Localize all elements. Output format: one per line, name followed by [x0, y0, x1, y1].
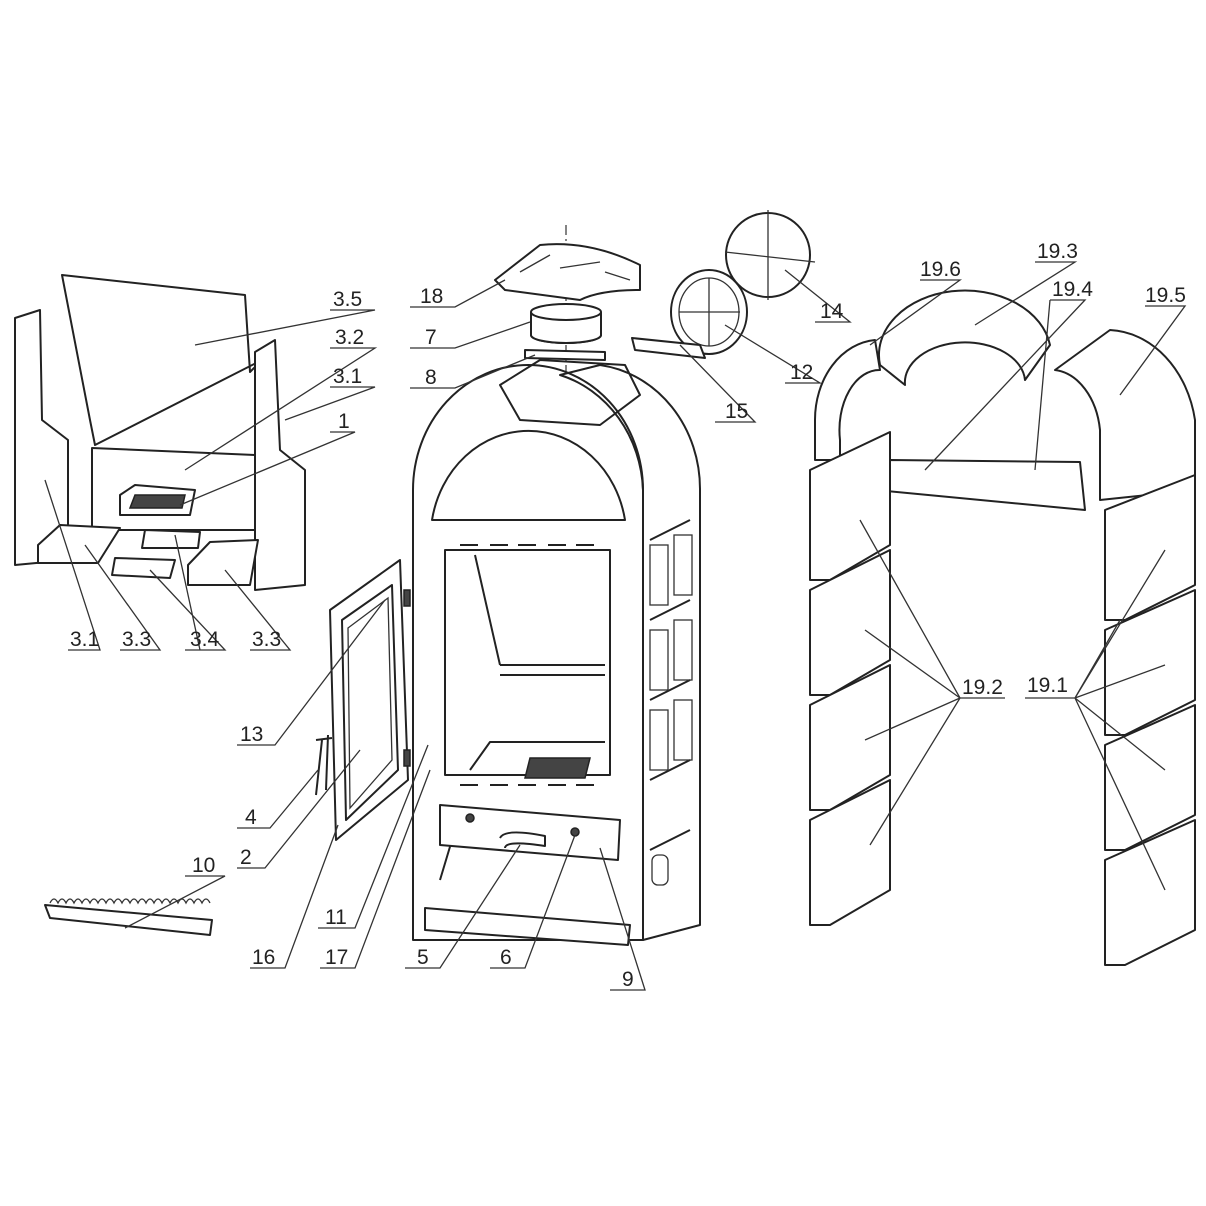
arch-left-19-6: [813, 339, 881, 461]
label-1: 1: [338, 410, 350, 433]
floor-brick-mid-bottom: [111, 557, 176, 579]
side-brick-left: [14, 309, 69, 566]
arch-top-19-3: [877, 289, 1051, 386]
label-5: 5: [417, 946, 429, 969]
floor-brick-mid-top: [141, 529, 201, 549]
flue-collar-7: [530, 303, 602, 321]
label-3-4: 3.4: [190, 628, 220, 651]
label-19-6: 19.6: [920, 258, 961, 281]
label-19-3: 19.3: [1037, 240, 1078, 263]
top-parts: [494, 210, 816, 361]
label-18: 18: [420, 285, 443, 308]
label-19-5: 19.5: [1145, 284, 1186, 307]
label-19-2: 19.2: [962, 676, 1003, 699]
gasket-rope: [44, 898, 213, 936]
label-3-3-left: 3.3: [122, 628, 151, 651]
label-3-2: 3.2: [335, 326, 364, 349]
label-7: 7: [425, 326, 437, 349]
stone-cladding: [809, 289, 1196, 966]
label-3-5: 3.5: [333, 288, 362, 311]
left-column-tiles: [809, 431, 891, 926]
floor-brick-left: [37, 524, 121, 564]
label-4: 4: [245, 806, 257, 829]
label-6: 6: [500, 946, 512, 969]
label-17: 17: [325, 946, 348, 969]
label-8: 8: [425, 366, 437, 389]
arch-right-19-5: [1054, 329, 1196, 501]
plate-8: [524, 349, 606, 361]
ash-drawer[interactable]: [439, 804, 621, 861]
label-9: 9: [622, 968, 634, 991]
label-12: 12: [790, 361, 813, 384]
damper-rod-15: [631, 337, 706, 359]
right-column-tiles: [1104, 474, 1196, 966]
back-brick-top: [61, 274, 263, 446]
deflector-18: [494, 243, 641, 301]
floor-brick-right: [187, 539, 259, 586]
label-3-3-right: 3.3: [252, 628, 281, 651]
label-16: 16: [252, 946, 275, 969]
label-19-1: 19.1: [1027, 674, 1068, 697]
firebrick-set: [14, 274, 306, 591]
label-10: 10: [192, 854, 215, 877]
label-15: 15: [725, 400, 748, 423]
air-slots-top: [460, 544, 594, 786]
label-14: 14: [820, 300, 844, 323]
leader-lines: [44, 261, 1187, 991]
label-3-1-bottom: 3.1: [70, 628, 99, 651]
part-labels: 3.5 3.2 3.1 1 3.1 3.3 3.4 3.3 18 7 8 14 …: [70, 240, 1186, 991]
stove-door[interactable]: [315, 559, 411, 841]
stove-body: [412, 225, 702, 941]
side-brick-right: [254, 339, 306, 591]
plinth-strip: [424, 907, 631, 946]
label-19-4: 19.4: [1052, 278, 1093, 301]
label-3-1-top: 3.1: [333, 365, 362, 388]
label-11: 11: [325, 906, 347, 929]
label-2: 2: [240, 846, 252, 869]
label-13: 13: [240, 723, 263, 746]
